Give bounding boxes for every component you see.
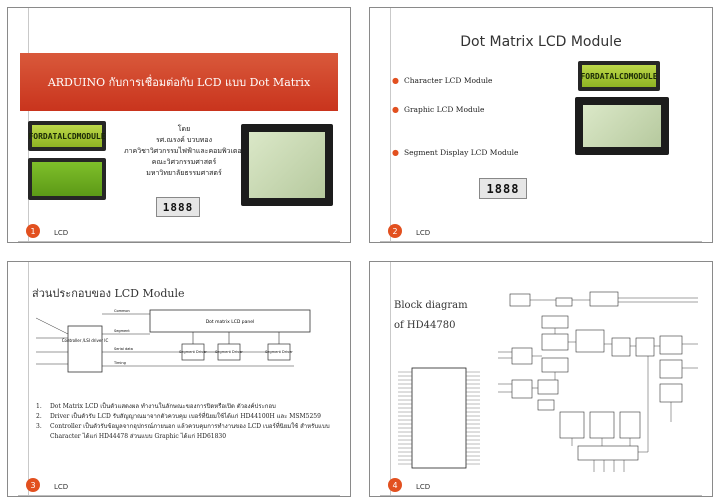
chip-body bbox=[411, 367, 467, 469]
shift-register-box bbox=[611, 337, 631, 357]
list-item: 1.Dot Matrix LCD เป็นตัวแสดงผล ทำงานในลั… bbox=[36, 403, 276, 410]
footer-label: LCD bbox=[54, 229, 69, 237]
slide-number: 1 bbox=[26, 224, 40, 238]
author-line: รศ.ณรงค์ บวบทอง bbox=[155, 136, 213, 144]
signal-label: Timing bbox=[113, 361, 126, 365]
footer-label: LCD bbox=[416, 483, 431, 491]
instruction-decoder-box bbox=[541, 333, 569, 351]
slide-border-line bbox=[390, 262, 391, 496]
signal-label: Segment bbox=[114, 329, 130, 333]
author-block: โดย รศ.ณรงค์ บวบทอง ภาควิชาวิศวกรรมไฟฟ้า… bbox=[124, 124, 246, 179]
list-item: 3.Controller เป็นตัวรับข้อมูลจากอุปกรณ์ภ… bbox=[36, 423, 330, 440]
slide-caption: Block diagram bbox=[394, 300, 468, 311]
cursor-blink-box bbox=[619, 411, 641, 439]
data-register-box bbox=[537, 379, 559, 395]
slide-footer: 2 LCD bbox=[370, 224, 712, 242]
footer-label: LCD bbox=[54, 483, 69, 491]
controller-box bbox=[67, 325, 103, 373]
mpu-interface-box bbox=[511, 347, 533, 365]
author-line: โดย bbox=[177, 125, 191, 133]
cgrom-box bbox=[559, 411, 585, 439]
segment-lcd-image: 1888 bbox=[156, 197, 200, 217]
signal-label: Serial data bbox=[114, 347, 133, 351]
slide-number: 2 bbox=[388, 224, 402, 238]
graphic-lcd-image bbox=[575, 97, 669, 155]
slide-footer: 1 LCD bbox=[8, 224, 350, 242]
bullet-icon: ● bbox=[392, 105, 399, 114]
parallel-serial-converter-box bbox=[577, 445, 639, 461]
slide-number: 4 bbox=[388, 478, 402, 492]
lcd-module-block-diagram: Dot matrix LCD panel Controller /LSI dri… bbox=[35, 309, 311, 373]
author-line: คณะวิศวกรรมศาสตร์ bbox=[151, 158, 217, 166]
slide-title: Dot Matrix LCD Module bbox=[460, 34, 622, 50]
lcd-panel-label: Dot matrix LCD panel bbox=[206, 319, 255, 325]
slide-footer: 3 LCD bbox=[8, 478, 350, 496]
slide-4[interactable]: Block diagram of HD44780 bbox=[369, 261, 713, 497]
slide-2[interactable]: Dot Matrix LCD Module ●Character LCD Mod… bbox=[369, 7, 713, 243]
busy-flag-box bbox=[537, 399, 555, 411]
ddram-box bbox=[575, 329, 605, 353]
slide-3[interactable]: ส่วนประกอบของ LCD Module Dot matrix LCD … bbox=[7, 261, 351, 497]
author-line: มหาวิทยาลัยธรรมศาสตร์ bbox=[146, 169, 222, 177]
character-lcd-image: FORDATALCDMODULE bbox=[28, 121, 106, 151]
hd44780-chip-pinout bbox=[398, 367, 480, 469]
character-lcd-image: FORDATALCDMODULE bbox=[578, 61, 660, 91]
reset-circuit-box bbox=[509, 293, 531, 307]
address-counter-box bbox=[541, 357, 569, 373]
signal-label: Common bbox=[114, 309, 130, 313]
slide-border-line bbox=[28, 262, 29, 496]
segment-driver-label: Segment Driver bbox=[215, 350, 243, 354]
segment-driver-label: Segment Driver bbox=[265, 350, 293, 354]
list-item: 2.Driver เป็นตัวรับ LCD รับสัญญาณมาจากตั… bbox=[36, 413, 321, 420]
timing-generator-box bbox=[589, 291, 619, 307]
io-buffer-box bbox=[511, 379, 533, 399]
lcd-panel-box bbox=[149, 309, 311, 333]
bullet-item: ●Segment Display LCD Module bbox=[392, 148, 519, 157]
latch-circuit-box bbox=[635, 337, 655, 357]
hd44780-block-diagram bbox=[498, 291, 698, 472]
slide-number: 3 bbox=[26, 478, 40, 492]
footer-label: LCD bbox=[416, 229, 431, 237]
segment-lcd-image: 1888 bbox=[479, 178, 527, 199]
slide-border-line bbox=[390, 8, 391, 242]
slide-1[interactable]: ARDUINO กับการเชื่อมต่อกับ LCD แบบ Dot M… bbox=[7, 7, 351, 243]
character-lcd-backlit-image bbox=[28, 158, 106, 200]
bullet-icon: ● bbox=[392, 76, 399, 85]
slide-caption: of HD44780 bbox=[394, 320, 456, 331]
bullet-icon: ● bbox=[392, 148, 399, 157]
cgram-box bbox=[589, 411, 615, 439]
segment-driver-box bbox=[659, 359, 683, 379]
slide-title: ส่วนประกอบของ LCD Module bbox=[32, 287, 185, 300]
instruction-register-box bbox=[541, 315, 569, 329]
author-line: ภาควิชาวิศวกรรมไฟฟ้าและคอมพิวเตอร์ bbox=[124, 147, 246, 155]
slide-footer: 4 LCD bbox=[370, 478, 712, 496]
bullet-item: ●Character LCD Module bbox=[392, 76, 493, 85]
component-list: 1.Dot Matrix LCD เป็นตัวแสดงผล ทำงานในลั… bbox=[36, 402, 336, 442]
controller-label: Controller /LSI driver IC bbox=[62, 338, 109, 343]
cpg-box bbox=[555, 297, 573, 307]
bullet-item: ●Graphic LCD Module bbox=[392, 105, 485, 114]
slide-title: ARDUINO กับการเชื่อมต่อกับ LCD แบบ Dot M… bbox=[20, 53, 338, 111]
lcd-voltage-selector-box bbox=[659, 383, 683, 403]
segment-driver-label: Segment Driver bbox=[179, 350, 207, 354]
common-driver-box bbox=[659, 335, 683, 355]
graphic-lcd-image bbox=[241, 124, 333, 206]
